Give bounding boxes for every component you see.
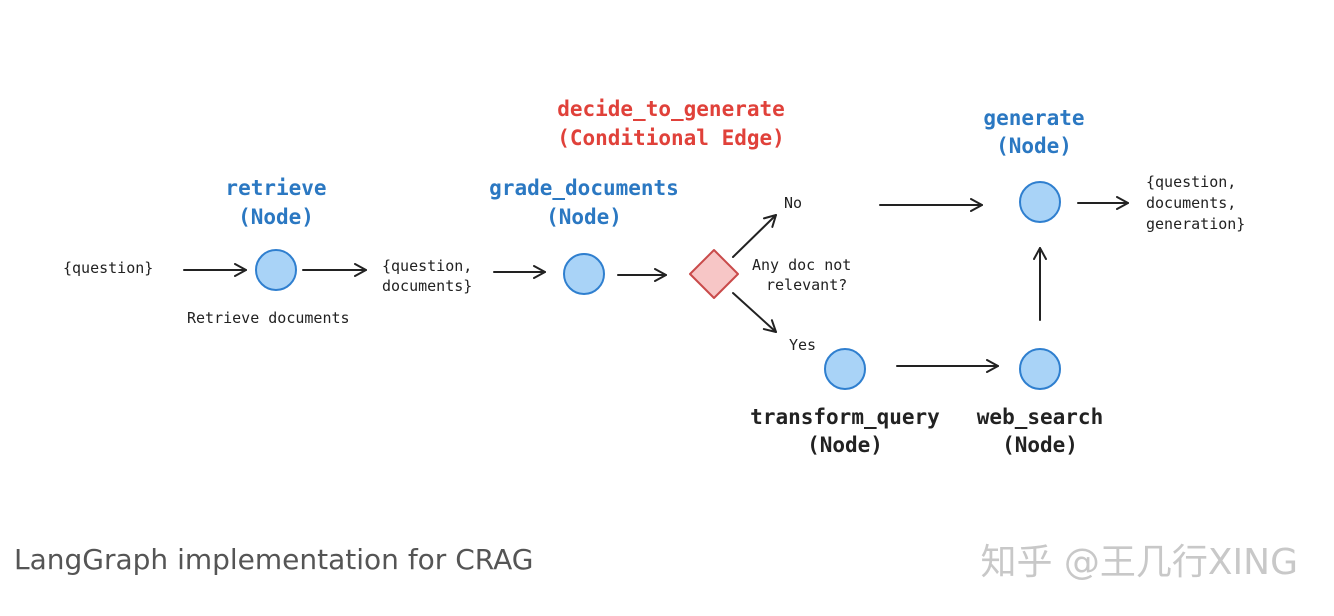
decide-to-generate-kind: (Conditional Edge) xyxy=(557,126,785,150)
figure-caption: LangGraph implementation for CRAG xyxy=(14,543,533,576)
generate-node-circle[interactable] xyxy=(1019,181,1061,223)
retrieve-note: Retrieve documents xyxy=(187,309,350,327)
generate-kind: (Node) xyxy=(996,134,1072,158)
retrieve-kind: (Node) xyxy=(238,205,314,229)
decision-question-line2: relevant? xyxy=(766,276,847,294)
no-branch-label: No xyxy=(784,194,802,212)
dark-node-labels: transform_query (Node) web_search (Node) xyxy=(750,405,1103,457)
retrieve-node-circle[interactable] xyxy=(255,249,297,291)
web-search-node-circle[interactable] xyxy=(1019,348,1061,390)
watermark: 知乎 @王几行XING xyxy=(980,542,1298,583)
decision-question-line1: Any doc not xyxy=(752,256,851,274)
transform-query-node-circle[interactable] xyxy=(824,348,866,390)
transform-query-kind: (Node) xyxy=(807,433,883,457)
decision-diamond[interactable] xyxy=(689,249,739,299)
edge-decision-to-no xyxy=(732,214,777,258)
web-search-kind: (Node) xyxy=(1002,433,1078,457)
grade-documents-title: grade_documents xyxy=(489,176,679,200)
edges xyxy=(183,196,1129,373)
decide-to-generate-title: decide_to_generate xyxy=(557,97,785,121)
output-state-line2: documents, xyxy=(1146,194,1236,212)
input-state: {question} xyxy=(63,259,153,277)
grade-documents-node-circle[interactable] xyxy=(563,253,605,295)
generate-title: generate xyxy=(983,106,1084,130)
conditional-edge-labels: decide_to_generate (Conditional Edge) xyxy=(557,97,785,150)
edge-decision-to-yes xyxy=(732,292,777,333)
after-retrieve-state-line2: documents} xyxy=(382,277,472,295)
node-shapes xyxy=(255,181,1061,390)
output-state-line3: generation} xyxy=(1146,215,1245,233)
after-retrieve-state-line1: {question, xyxy=(382,257,472,275)
web-search-title: web_search xyxy=(977,405,1103,429)
node-labels: retrieve (Node) grade_documents (Node) g… xyxy=(225,106,1084,229)
yes-branch-label: Yes xyxy=(789,336,816,354)
output-state-line1: {question, xyxy=(1146,173,1236,191)
transform-query-title: transform_query xyxy=(750,405,940,429)
grade-documents-kind: (Node) xyxy=(546,205,622,229)
state-labels: {question} Retrieve documents {question,… xyxy=(63,173,1245,354)
retrieve-title: retrieve xyxy=(225,176,326,200)
